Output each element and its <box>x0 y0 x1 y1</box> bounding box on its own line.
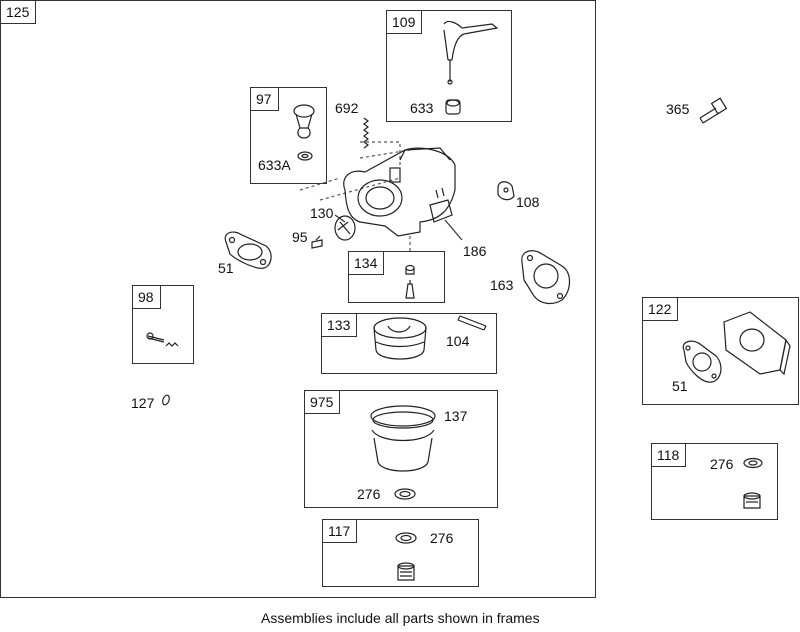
screw-95 <box>311 235 323 249</box>
washer-108 <box>497 181 515 201</box>
frame-98: 98 <box>132 285 194 364</box>
frame-118: 118 <box>651 443 778 520</box>
frame-label-109: 109 <box>387 11 423 34</box>
part-label-276-bowl: 276 <box>357 486 381 502</box>
part-label-137: 137 <box>444 408 468 424</box>
adapter-122 <box>723 311 791 376</box>
gasket-51-122 <box>682 340 722 383</box>
gasket-163 <box>521 250 571 305</box>
part-label-186: 186 <box>463 243 487 259</box>
part-label-276-118: 276 <box>710 456 734 472</box>
float-133 <box>373 317 427 360</box>
part-label-130: 130 <box>310 205 334 221</box>
frame-label-98: 98 <box>133 286 161 309</box>
frame-134: 134 <box>348 251 445 303</box>
part-label-51-left: 51 <box>218 260 234 276</box>
part-label-127: 127 <box>131 395 155 411</box>
part-label-163: 163 <box>490 277 514 293</box>
plug-118 <box>743 492 761 509</box>
frame-125: 125 <box>0 0 596 598</box>
part-label-108: 108 <box>516 194 540 210</box>
bushing-633 <box>445 99 461 115</box>
part-label-276-117: 276 <box>430 530 454 546</box>
frame-label-134: 134 <box>349 252 385 275</box>
jet-134 <box>405 264 415 299</box>
part-label-633a: 633A <box>258 157 291 173</box>
washer-276-bowl <box>394 488 416 500</box>
screw-365 <box>699 97 728 124</box>
frame-117: 117 <box>322 519 479 587</box>
gasket-51-left <box>224 231 272 269</box>
frame-label-125: 125 <box>1 1 37 24</box>
part-label-633: 633 <box>410 100 434 116</box>
plate-130 <box>334 215 356 241</box>
part-label-51-122: 51 <box>672 378 688 394</box>
frame-122: 122 <box>642 297 799 405</box>
washer-633A <box>297 151 313 161</box>
frame-label-975: 975 <box>305 391 341 414</box>
solid-leaders <box>334 214 463 241</box>
frame-label-133: 133 <box>322 314 358 337</box>
washer-276-117 <box>395 532 417 544</box>
frame-109: 109 <box>386 10 512 122</box>
frame-label-118: 118 <box>652 444 687 467</box>
choke-link-part <box>443 20 499 85</box>
frame-133: 133 <box>321 313 497 374</box>
pin-104 <box>457 315 487 331</box>
part-label-95: 95 <box>292 229 308 245</box>
washer-276-118 <box>743 457 763 469</box>
ring-127 <box>162 394 170 406</box>
throttle-lever-part <box>293 104 315 139</box>
frame-label-97: 97 <box>251 88 279 111</box>
frame-label-122: 122 <box>643 298 679 321</box>
spring-692 <box>363 117 369 149</box>
part-label-692: 692 <box>335 100 359 116</box>
screw-98 <box>146 332 179 347</box>
bowl-975 <box>370 405 436 472</box>
frame-975: 975 <box>304 390 498 508</box>
frame-97: 97 <box>250 87 327 184</box>
part-label-365: 365 <box>666 101 690 117</box>
frame-label-117: 117 <box>323 520 358 543</box>
carburetor-body <box>343 147 456 237</box>
plug-117 <box>397 562 415 581</box>
diagram-caption: Assemblies include all parts shown in fr… <box>261 610 540 626</box>
part-label-104: 104 <box>446 333 470 349</box>
